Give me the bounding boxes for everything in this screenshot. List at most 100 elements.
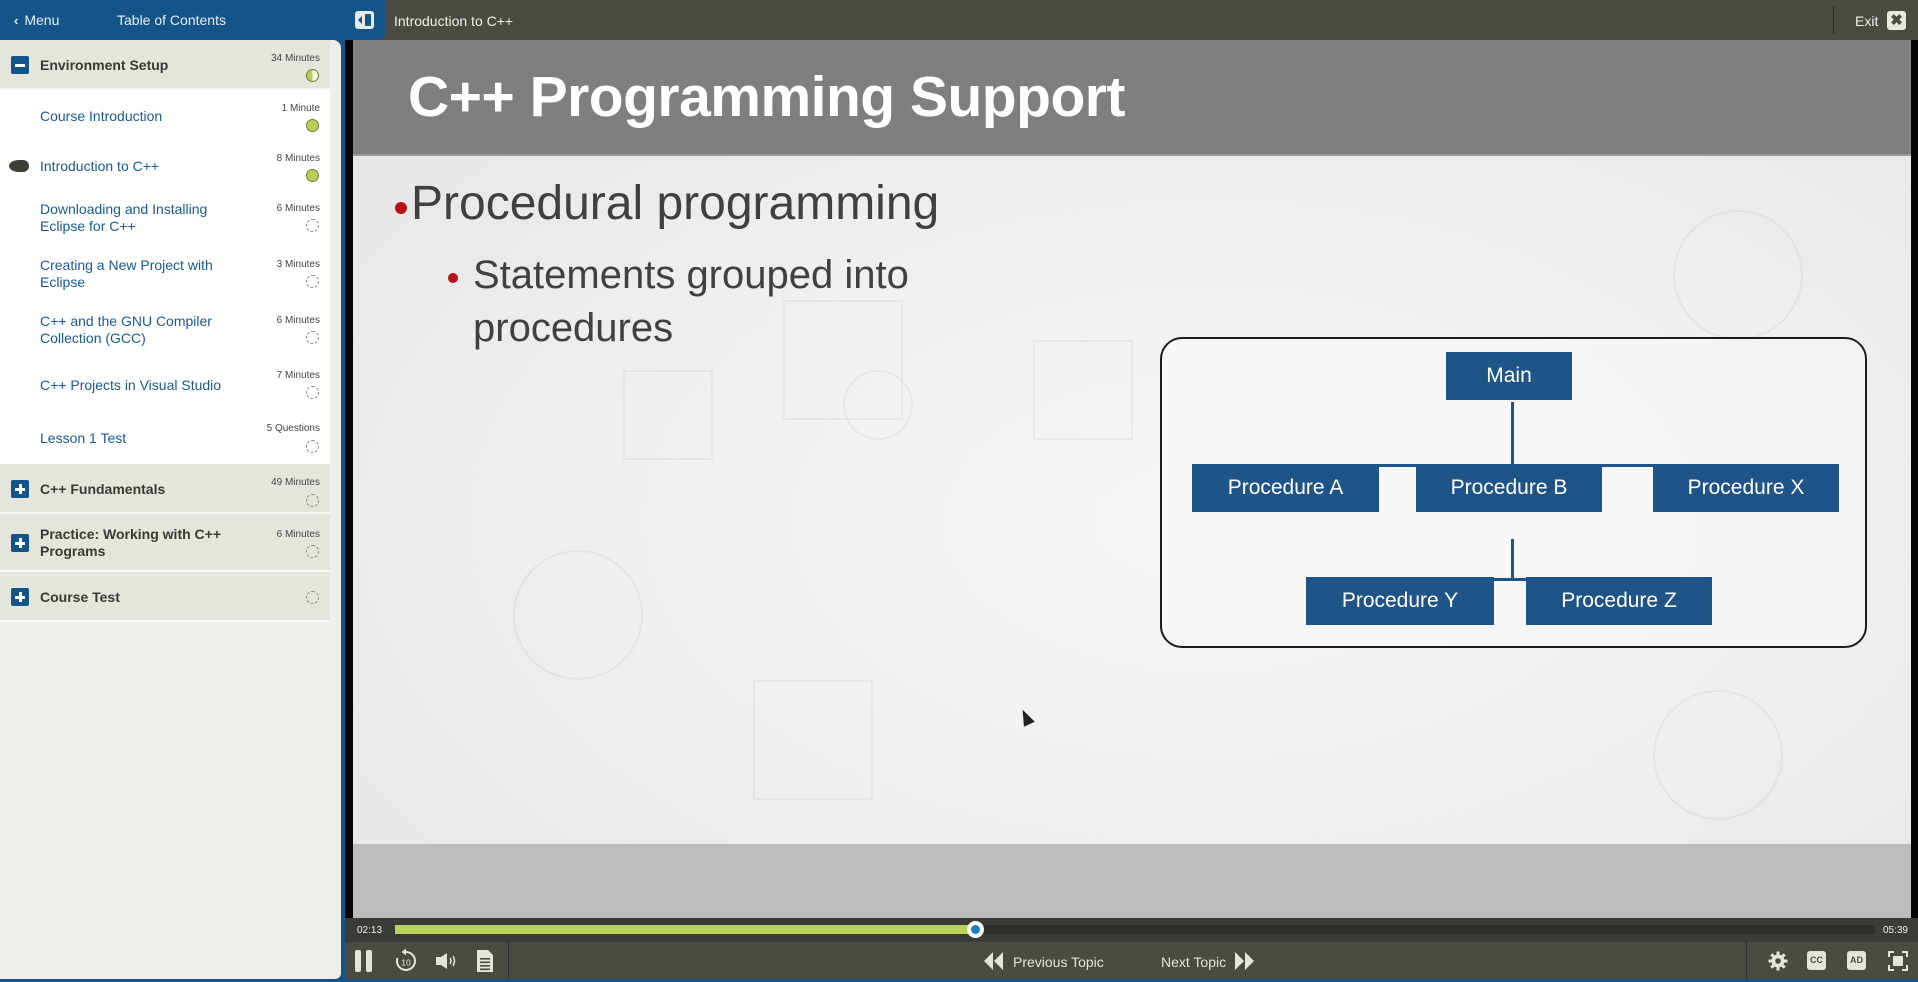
toc-item-lesson-1-test[interactable]: Lesson 1 Test 5 Questions xyxy=(0,410,330,464)
node-procedure-y: Procedure Y xyxy=(1306,577,1494,625)
background-decoration xyxy=(1653,690,1783,820)
previous-topic-icon[interactable] xyxy=(982,952,1006,970)
video-slide[interactable]: C++ Programming Support Procedural progr… xyxy=(353,40,1911,844)
current-time: 02:13 xyxy=(357,925,383,936)
background-decoration xyxy=(1033,340,1133,440)
item-title[interactable]: Introduction to C++ xyxy=(40,158,160,174)
progress-row: 02:13 05:39 xyxy=(345,918,1918,942)
item-title[interactable]: C++ and the GNU Compiler Collection (GCC… xyxy=(40,313,212,346)
toc-item-downloading-eclipse[interactable]: Downloading and Installing Eclipse for C… xyxy=(0,190,330,246)
gear-icon xyxy=(1768,951,1788,971)
previous-topic-button[interactable]: Previous Topic xyxy=(1013,954,1104,970)
expand-icon[interactable] xyxy=(11,588,29,606)
item-duration: 6 Minutes xyxy=(276,315,320,326)
volume-icon xyxy=(436,953,456,969)
item-title[interactable]: Course Introduction xyxy=(40,108,163,124)
menu-label: Menu xyxy=(24,12,60,28)
bottom-edge xyxy=(0,979,1918,982)
item-duration: 3 Minutes xyxy=(276,259,320,270)
fullscreen-button[interactable] xyxy=(1888,951,1908,971)
table-of-contents: Environment Setup 34 Minutes Course Intr… xyxy=(0,40,341,979)
slide-footer-band xyxy=(353,844,1911,918)
transcript-button[interactable] xyxy=(476,949,494,973)
status-not-started-icon xyxy=(306,494,319,507)
pause-button[interactable] xyxy=(355,950,373,972)
item-title[interactable]: Downloading and Installing Eclipse for C… xyxy=(40,201,208,234)
sidebar: Environment Setup 34 Minutes Course Intr… xyxy=(0,40,345,982)
node-procedure-x: Procedure X xyxy=(1653,464,1839,512)
status-complete-icon xyxy=(306,119,319,132)
next-topic-button[interactable]: Next Topic xyxy=(1161,954,1227,970)
node-procedure-b: Procedure B xyxy=(1416,464,1602,512)
item-title[interactable]: C++ Projects in Visual Studio xyxy=(40,377,222,393)
item-title[interactable]: Lesson 1 Test xyxy=(40,430,127,446)
node-procedure-a: Procedure A xyxy=(1192,464,1379,512)
background-decoration xyxy=(783,300,903,420)
toc-title: Table of Contents xyxy=(117,12,226,28)
status-complete-icon xyxy=(306,169,319,182)
audio-description-button[interactable]: AD xyxy=(1847,951,1866,970)
collapse-sidebar-icon[interactable] xyxy=(355,11,374,29)
section-duration: 49 Minutes xyxy=(271,477,320,488)
toc-item-introduction-to-cpp[interactable]: Introduction to C++ 8 Minutes xyxy=(0,140,330,190)
settings-button[interactable] xyxy=(1768,951,1788,971)
close-icon[interactable]: ✖ xyxy=(1887,11,1906,30)
collapse-icon[interactable] xyxy=(11,56,29,74)
item-title[interactable]: Creating a New Project with Eclipse xyxy=(40,257,213,290)
seek-bar[interactable] xyxy=(395,921,1875,938)
page-title: Introduction to C++ xyxy=(394,13,514,29)
total-time: 05:39 xyxy=(1882,925,1908,936)
letterbox-left xyxy=(345,40,353,918)
expand-icon[interactable] xyxy=(11,480,29,498)
chevron-left-icon: ‹ xyxy=(14,13,19,28)
status-not-started-icon xyxy=(306,219,319,232)
volume-button[interactable] xyxy=(435,952,457,970)
divider xyxy=(1746,942,1747,979)
section-environment-setup[interactable]: Environment Setup 34 Minutes xyxy=(0,40,330,90)
section-course-test[interactable]: Course Test xyxy=(0,572,330,622)
toc-item-course-introduction[interactable]: Course Introduction 1 Minute xyxy=(0,90,330,140)
top-bar: ‹ Menu Table of Contents Introduction to … xyxy=(0,0,1918,40)
item-duration: 6 Minutes xyxy=(276,203,320,214)
next-topic-icon[interactable] xyxy=(1233,952,1257,970)
connector xyxy=(1511,402,1514,466)
bullet-level-2: Statements grouped into procedures xyxy=(448,249,1033,355)
connector xyxy=(1511,539,1514,580)
bullet-icon xyxy=(448,273,458,283)
replay-10-button[interactable]: 10 xyxy=(393,948,419,974)
letterbox-right xyxy=(1911,40,1918,918)
node-main: Main xyxy=(1446,352,1572,400)
sidebar-header: ‹ Menu Table of Contents xyxy=(0,0,385,40)
closed-captions-button[interactable]: CC xyxy=(1807,951,1826,970)
status-not-started-icon xyxy=(306,591,319,604)
expand-icon[interactable] xyxy=(11,534,29,552)
item-duration: 1 Minute xyxy=(281,103,320,114)
menu-button[interactable]: ‹ Menu xyxy=(14,12,59,28)
section-title: Environment Setup xyxy=(40,57,169,73)
status-not-started-icon xyxy=(306,440,319,453)
exit-button[interactable]: Exit xyxy=(1855,13,1879,29)
section-cpp-fundamentals[interactable]: C++ Fundamentals 49 Minutes xyxy=(0,464,330,514)
section-title: C++ Fundamentals xyxy=(40,481,166,497)
divider xyxy=(1833,6,1834,34)
toc-item-visual-studio[interactable]: C++ Projects in Visual Studio 7 Minutes xyxy=(0,358,330,410)
status-not-started-icon xyxy=(306,386,319,399)
seek-bar-progress xyxy=(395,925,976,934)
section-practice[interactable]: Practice: Working with C++ Programs 6 Mi… xyxy=(0,514,330,572)
bullet-level-1: Procedural programming xyxy=(395,176,939,231)
bullet-icon xyxy=(395,202,407,214)
node-procedure-z: Procedure Z xyxy=(1526,577,1712,625)
fullscreen-icon xyxy=(1888,951,1908,971)
status-not-started-icon xyxy=(306,545,319,558)
toc-item-new-project-eclipse[interactable]: Creating a New Project with Eclipse 3 Mi… xyxy=(0,246,330,302)
section-duration: 6 Minutes xyxy=(276,529,320,540)
slide-title-band: C++ Programming Support xyxy=(353,40,1911,156)
section-duration: 34 Minutes xyxy=(271,53,320,64)
slide-title: C++ Programming Support xyxy=(408,65,1125,129)
transcript-document-icon xyxy=(477,950,493,972)
seek-thumb[interactable] xyxy=(967,921,985,938)
toc-item-gcc[interactable]: C++ and the GNU Compiler Collection (GCC… xyxy=(0,302,330,358)
player-controls: 10 Previous Topic Next T xyxy=(345,942,1918,979)
status-not-started-icon xyxy=(306,275,319,288)
bullet-text: Statements grouped into procedures xyxy=(473,253,909,350)
